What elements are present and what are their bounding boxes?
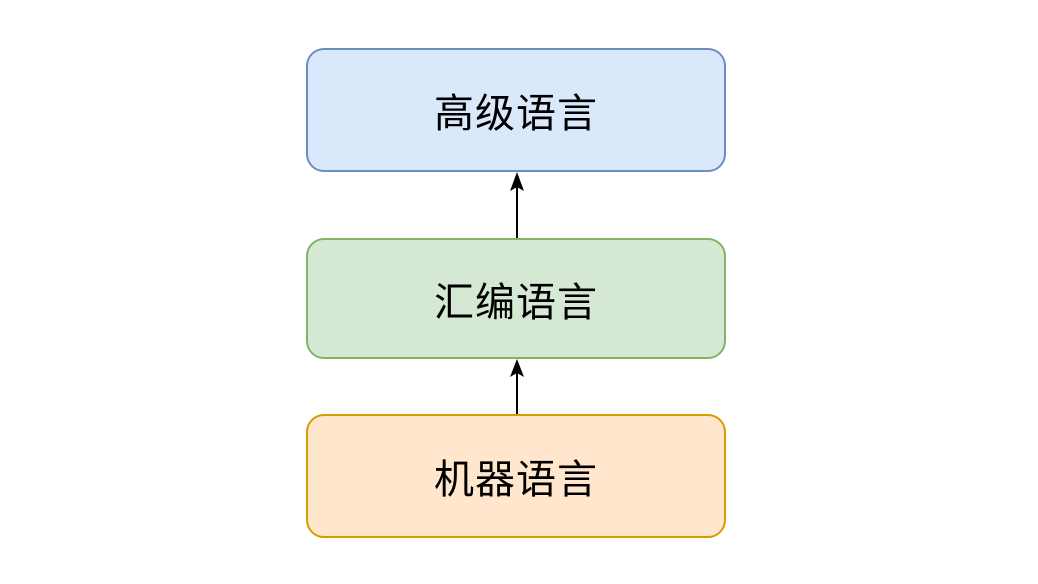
node-assembly-language-label: 汇编语言 [434,280,598,325]
node-machine-language: 机器语言 [306,414,726,538]
node-machine-language-label: 机器语言 [434,458,598,502]
node-assembly-language: 汇编语言 [306,238,726,359]
arrow-up-icon [510,359,524,414]
arrow-up-icon [510,172,524,238]
node-high-level-language: 高级语言 [306,48,726,172]
node-high-level-language-label: 高级语言 [434,92,598,136]
